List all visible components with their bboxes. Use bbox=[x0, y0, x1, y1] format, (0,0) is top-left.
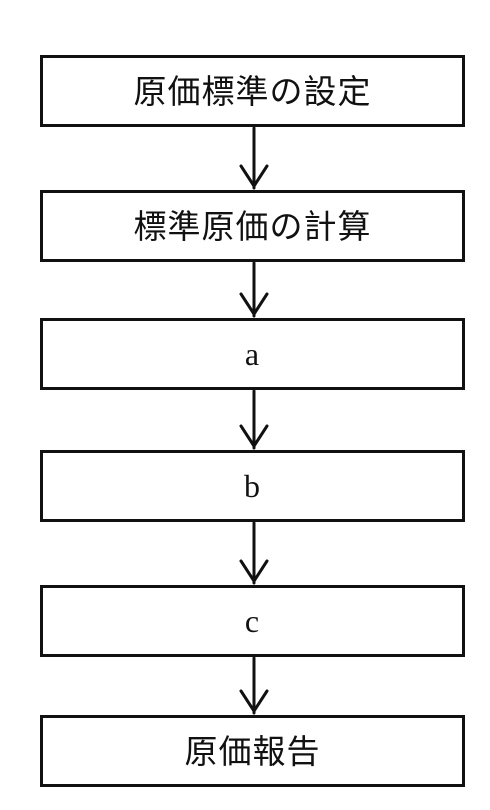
step-box-3: a bbox=[40, 318, 465, 390]
down-arrow-5 bbox=[239, 656, 269, 715]
step-box-2: 標準原価の計算 bbox=[40, 190, 465, 262]
step-label-4: b bbox=[244, 468, 261, 504]
step-label-3: a bbox=[244, 336, 261, 372]
down-arrow-4 bbox=[239, 521, 269, 585]
step-label-6: 原価報告 bbox=[184, 731, 321, 771]
step-label-2: 標準原価の計算 bbox=[133, 206, 372, 246]
step-box-5: c bbox=[40, 585, 465, 657]
step-box-6: 原価報告 bbox=[40, 715, 465, 787]
step-label-1: 原価標準の設定 bbox=[133, 71, 372, 111]
down-arrow-2 bbox=[239, 261, 269, 318]
step-box-4: b bbox=[40, 450, 465, 522]
down-arrow-3 bbox=[239, 389, 269, 450]
down-arrow-1 bbox=[239, 126, 269, 190]
step-box-1: 原価標準の設定 bbox=[40, 55, 465, 127]
step-label-5: c bbox=[244, 603, 261, 639]
